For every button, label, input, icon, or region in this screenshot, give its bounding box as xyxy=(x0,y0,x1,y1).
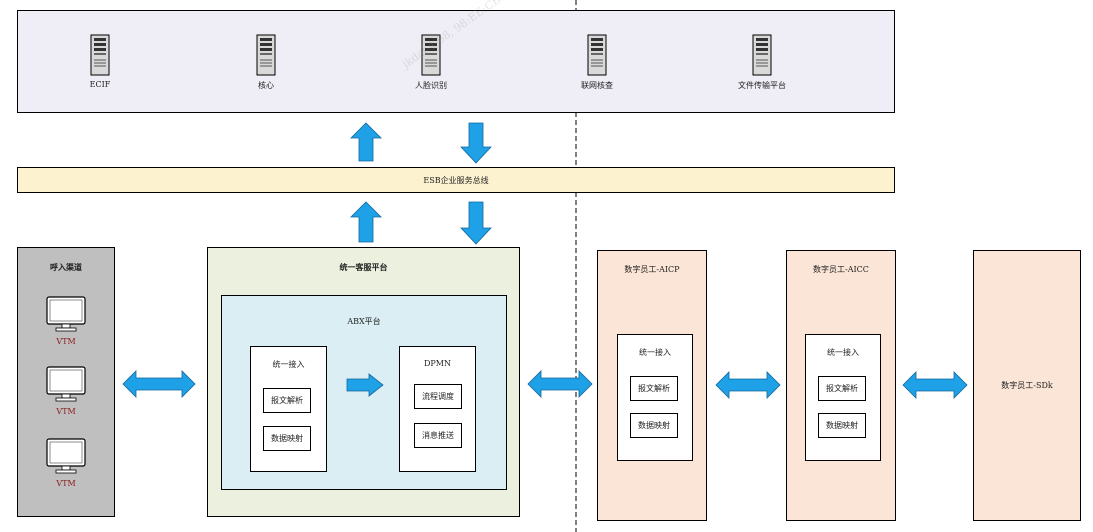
monitor-icon xyxy=(46,438,86,474)
system-3: 联网核查 xyxy=(557,34,637,94)
system-2: 人脸识别 xyxy=(391,34,471,94)
down-arrow-icon xyxy=(460,122,492,164)
vtm-label: VTM xyxy=(56,337,76,346)
monitor-icon xyxy=(46,296,86,332)
vtm-terminal: VTM xyxy=(44,366,88,421)
bidirectional-arrow-icon xyxy=(527,370,593,398)
vtm-label: VTM xyxy=(56,479,76,488)
sdk-title: 数字员工-SDk xyxy=(1001,381,1053,390)
up-arrow-icon xyxy=(350,201,382,243)
dpmn-module: DPMN xyxy=(399,346,476,472)
aicp-access-title: 统一接入 xyxy=(639,348,671,357)
bidirectional-arrow-icon xyxy=(122,370,196,398)
system-label: ECIF xyxy=(89,80,111,89)
system-1: 核心 xyxy=(226,34,306,94)
server-icon xyxy=(90,34,110,76)
up-arrow-icon xyxy=(350,122,382,162)
message-parse-box: 报文解析 xyxy=(263,388,311,413)
backend-systems-panel xyxy=(17,10,895,113)
system-0: ECIF xyxy=(60,34,140,94)
aicp-message-parse-box: 报文解析 xyxy=(630,376,678,401)
esb-label: ESB企业服务总线 xyxy=(423,175,489,185)
server-icon xyxy=(752,34,772,76)
system-label: 文件传输平台 xyxy=(738,81,786,90)
down-arrow-icon xyxy=(460,201,492,245)
aicc-data-mapping-box: 数据映射 xyxy=(818,413,866,438)
system-4: 文件传输平台 xyxy=(722,34,802,94)
digital-employee-sdk: 数字员工-SDk xyxy=(973,250,1081,521)
access-title: 统一接入 xyxy=(272,360,305,369)
message-push-box: 消息推送 xyxy=(414,423,462,448)
bidirectional-arrow-icon xyxy=(715,371,781,399)
system-label: 核心 xyxy=(258,81,274,90)
inbound-title: 呼入渠道 xyxy=(50,262,82,272)
server-icon xyxy=(421,34,441,76)
system-label: 联网核查 xyxy=(581,81,613,90)
vtm-terminal: VTM xyxy=(44,296,88,351)
bidirectional-arrow-icon xyxy=(902,371,968,399)
data-mapping-box: 数据映射 xyxy=(263,426,311,451)
server-icon xyxy=(256,34,276,76)
aicc-message-parse-box: 报文解析 xyxy=(818,376,866,401)
monitor-icon xyxy=(46,366,86,402)
vtm-label: VTM xyxy=(56,407,76,416)
aicp-data-mapping-box: 数据映射 xyxy=(630,413,678,438)
system-label: 人脸识别 xyxy=(415,81,447,90)
right-arrow-icon xyxy=(346,373,384,397)
platform-title: 统一客服平台 xyxy=(339,262,388,272)
abx-title: ABX平台 xyxy=(347,317,381,326)
vtm-terminal: VTM xyxy=(44,438,88,493)
server-icon xyxy=(587,34,607,76)
aicc-title: 数字员工-AICC xyxy=(813,265,869,274)
flow-dispatch-box: 流程调度 xyxy=(414,384,462,409)
aicc-access-title: 统一接入 xyxy=(827,348,859,357)
dpmn-title: DPMN xyxy=(424,359,451,368)
esb-bus: ESB企业服务总线 xyxy=(17,167,895,193)
aicp-title: 数字员工-AICP xyxy=(624,265,680,274)
